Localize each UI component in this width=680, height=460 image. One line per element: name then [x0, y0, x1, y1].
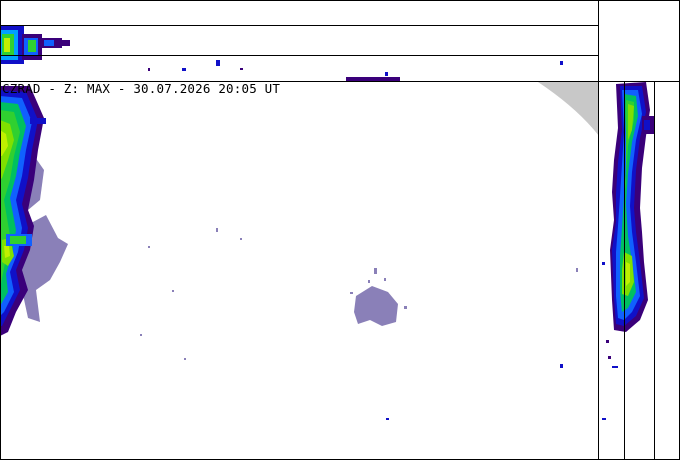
top-panel-divider-1: [0, 25, 599, 26]
main-map-top-border: [0, 81, 680, 82]
no-data-area: [538, 82, 599, 136]
main-map-echoes: [0, 86, 578, 420]
top-projection-echoes: [0, 26, 563, 81]
top-panel-divider-2: [0, 55, 599, 56]
main-map-right-border: [598, 0, 599, 460]
product-caption: CZRAD - Z: MAX - 30.07.2026 20:05 UT: [2, 81, 281, 96]
right-projection-echoes: [602, 82, 654, 420]
right-panel-divider-1: [624, 81, 625, 460]
right-panel-divider-2: [654, 81, 655, 460]
